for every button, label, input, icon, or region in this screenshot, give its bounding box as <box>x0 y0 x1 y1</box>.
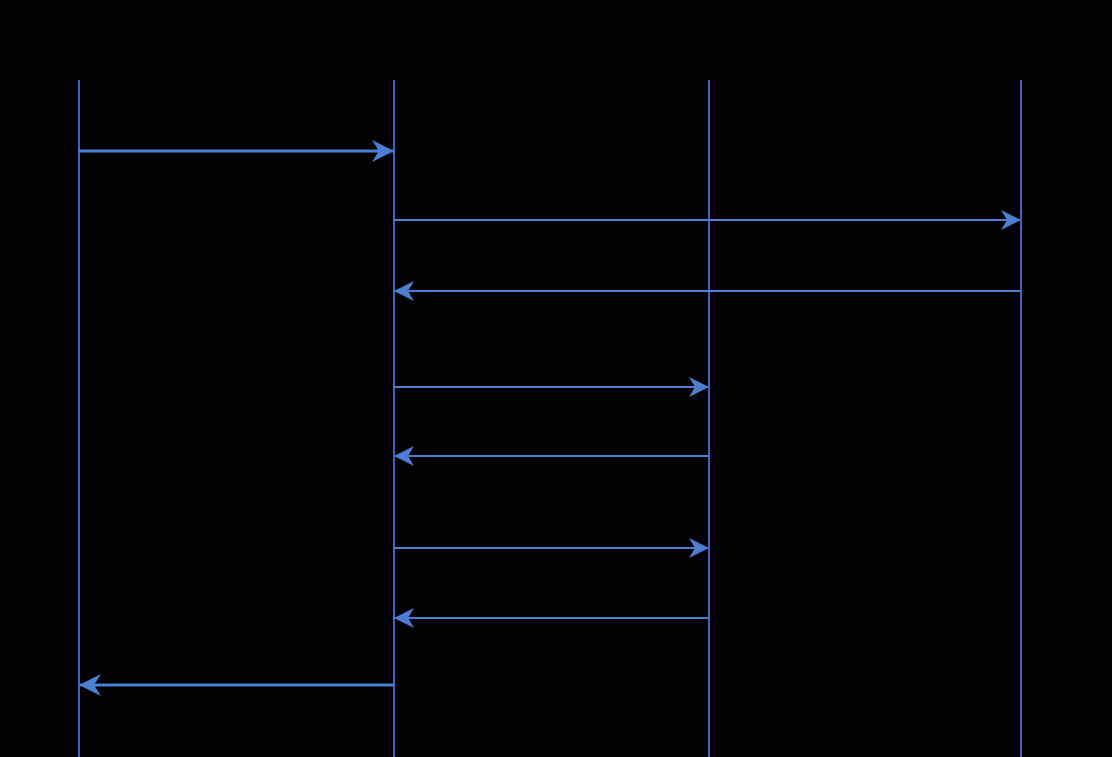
message-m5 <box>394 446 709 466</box>
lifelines-group <box>77 80 1023 757</box>
message-m7 <box>394 608 709 628</box>
message-m4 <box>394 377 709 397</box>
message-m3 <box>394 281 1021 301</box>
message-arrowhead-m8 <box>79 674 101 696</box>
message-m2 <box>394 210 1021 230</box>
message-arrowhead-m5 <box>394 446 414 466</box>
message-arrowhead-m4 <box>689 377 709 397</box>
message-arrowhead-m6 <box>689 538 709 558</box>
message-arrowhead-m7 <box>394 608 414 628</box>
message-m8 <box>79 674 394 696</box>
message-arrowhead-m2 <box>1001 210 1021 230</box>
messages-group <box>79 140 1021 696</box>
message-m1 <box>79 140 394 162</box>
message-arrowhead-m1 <box>372 140 394 162</box>
message-m6 <box>394 538 709 558</box>
message-arrowhead-m3 <box>394 281 414 301</box>
